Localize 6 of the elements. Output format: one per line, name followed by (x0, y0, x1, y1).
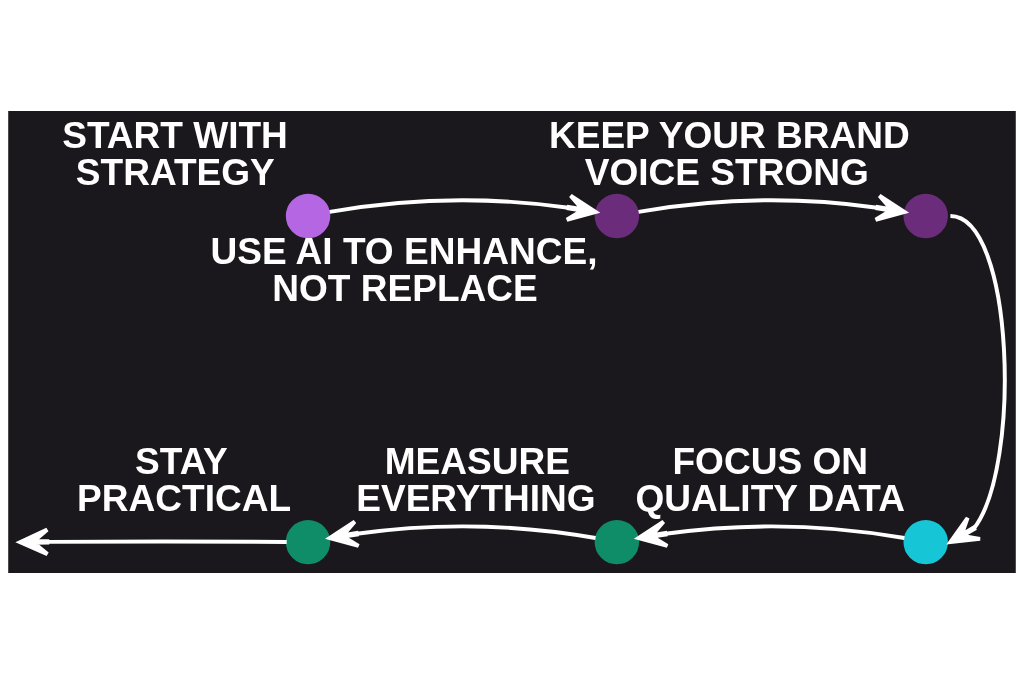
node-label: STAY PRACTICAL (77, 439, 292, 519)
node-label: MEASURE EVERYTHING (356, 439, 596, 519)
node-label: START WITH STRATEGY (62, 113, 288, 193)
node-label: KEEP YOUR BRAND VOICE STRONG (548, 113, 910, 193)
node-label: FOCUS ON QUALITY DATA (635, 439, 906, 519)
node-label: USE AI TO ENHANCE, NOT REPLACE (210, 229, 598, 309)
